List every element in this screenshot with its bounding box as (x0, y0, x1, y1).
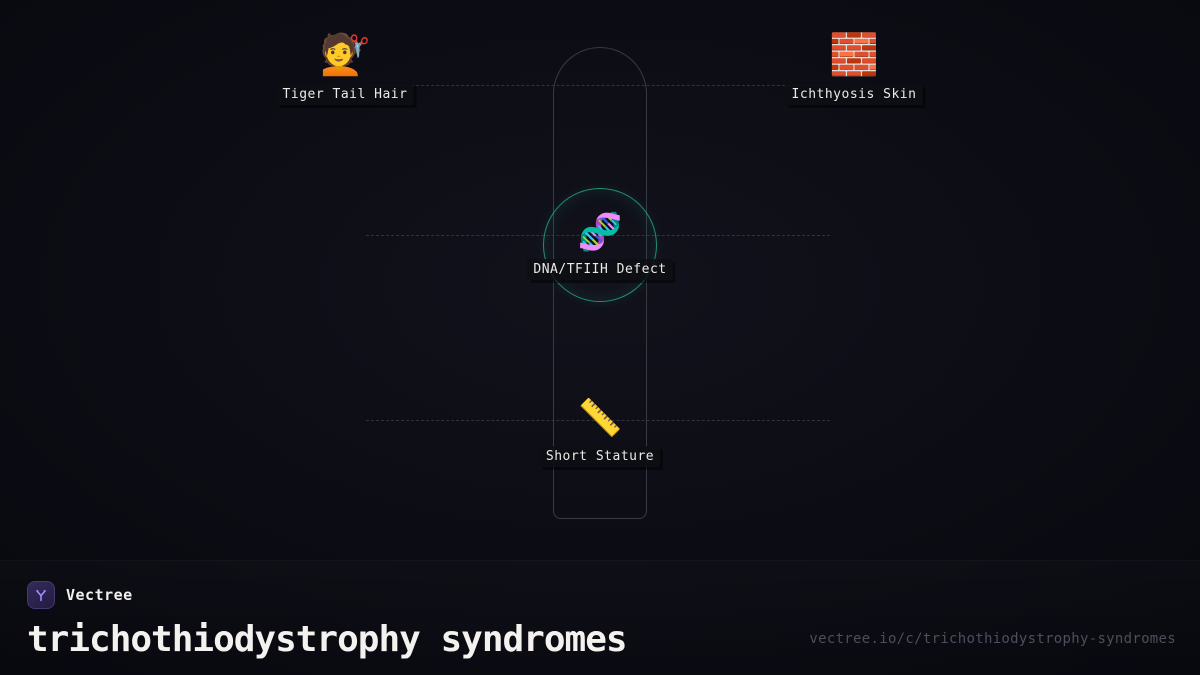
page-url: vectree.io/c/trichothiodystrophy-syndrom… (809, 631, 1176, 647)
vectree-logo-icon (36, 589, 46, 602)
node-dna-tfiih-defect[interactable]: 🧬 DNA/TFIIH Defect (527, 212, 673, 280)
brand-name: Vectree (66, 586, 133, 604)
focus-circle (543, 188, 657, 302)
haircut-icon: 💇 (320, 32, 370, 78)
page-title: trichothiodystrophy syndromes (27, 619, 628, 660)
node-label: Tiger Tail Hair (276, 84, 414, 105)
node-ichthyosis-skin[interactable]: 🧱 Ichthyosis Skin (785, 32, 923, 105)
capsule-outline (553, 47, 647, 519)
connector-line-bottom (366, 420, 830, 421)
ruler-icon: 📏 (577, 398, 623, 439)
vectree-logo (27, 581, 55, 609)
node-label: Ichthyosis Skin (785, 84, 923, 105)
brand-row: Vectree (27, 581, 133, 609)
dna-icon: 🧬 (577, 212, 623, 253)
brick-icon: 🧱 (829, 32, 879, 78)
node-label: Short Stature (539, 446, 661, 467)
node-short-stature[interactable]: 📏 Short Stature (539, 398, 661, 467)
footer: Vectree trichothiodystrophy syndromes ve… (0, 560, 1200, 675)
node-label: DNA/TFIIH Defect (527, 259, 673, 280)
node-tiger-tail-hair[interactable]: 💇 Tiger Tail Hair (276, 32, 414, 105)
